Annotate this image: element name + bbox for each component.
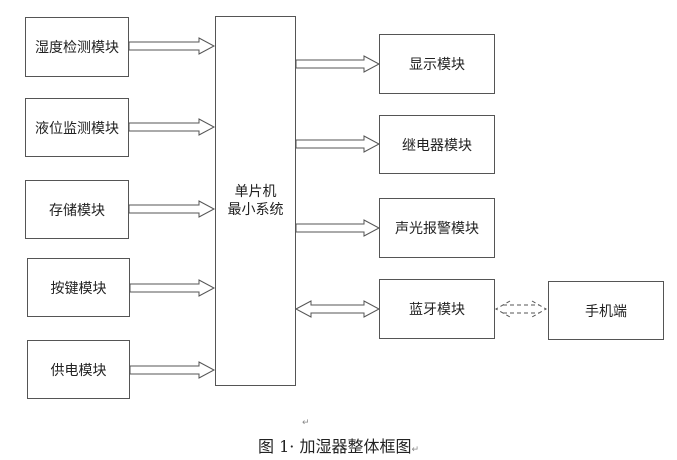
relay-module: 继电器模块 <box>379 115 495 174</box>
sound-light-alarm-module: 声光报警模块 <box>379 198 495 258</box>
paragraph-mark-end: ↵ <box>411 445 419 455</box>
mcu-minimum-system: 单片机 最小系统 <box>215 16 296 386</box>
arrow-level-to-mcu <box>128 118 216 136</box>
key-module: 按键模块 <box>27 258 130 317</box>
power-supply-label: 供电模块 <box>50 362 107 379</box>
figure-caption: 图 1· 加湿器整体框图↵ <box>0 433 677 457</box>
mobile-phone-label: 手机端 <box>585 303 627 320</box>
arrow-mcu-bluetooth-bidirectional <box>294 300 381 318</box>
storage-label: 存储模块 <box>49 202 105 219</box>
key-label: 按键模块 <box>50 280 107 297</box>
storage-module: 存储模块 <box>25 180 129 239</box>
mcu-label-line2: 最小系统 <box>227 202 284 218</box>
mcu-label-line1: 单片机 <box>234 184 277 200</box>
arrow-bluetooth-phone-wireless <box>494 300 548 318</box>
arrow-humidity-to-mcu <box>128 37 216 55</box>
bluetooth-module: 蓝牙模块 <box>379 279 495 339</box>
bluetooth-label: 蓝牙模块 <box>409 302 465 318</box>
arrow-mcu-to-display <box>295 55 381 73</box>
liquid-level-label: 液位监测模块 <box>35 120 119 137</box>
humidity-sensor-module: 湿度检测模块 <box>25 17 129 77</box>
arrow-mcu-to-alarm <box>295 219 381 237</box>
arrow-mcu-to-relay <box>295 135 381 153</box>
humidity-sensor-label: 湿度检测模块 <box>35 40 119 56</box>
power-supply-module: 供电模块 <box>27 340 130 399</box>
arrow-keys-to-mcu <box>129 279 216 297</box>
alarm-label: 声光报警模块 <box>395 221 479 237</box>
display-module: 显示模块 <box>379 34 495 94</box>
display-label: 显示模块 <box>409 57 465 73</box>
paragraph-mark: ↵ <box>302 418 310 428</box>
figure-caption-text: 图 1· 加湿器整体框图 <box>258 437 412 456</box>
arrow-power-to-mcu <box>129 361 216 379</box>
arrow-storage-to-mcu <box>128 200 216 218</box>
mobile-phone: 手机端 <box>548 281 664 340</box>
liquid-level-module: 液位监测模块 <box>25 98 129 157</box>
relay-label: 继电器模块 <box>402 137 472 154</box>
